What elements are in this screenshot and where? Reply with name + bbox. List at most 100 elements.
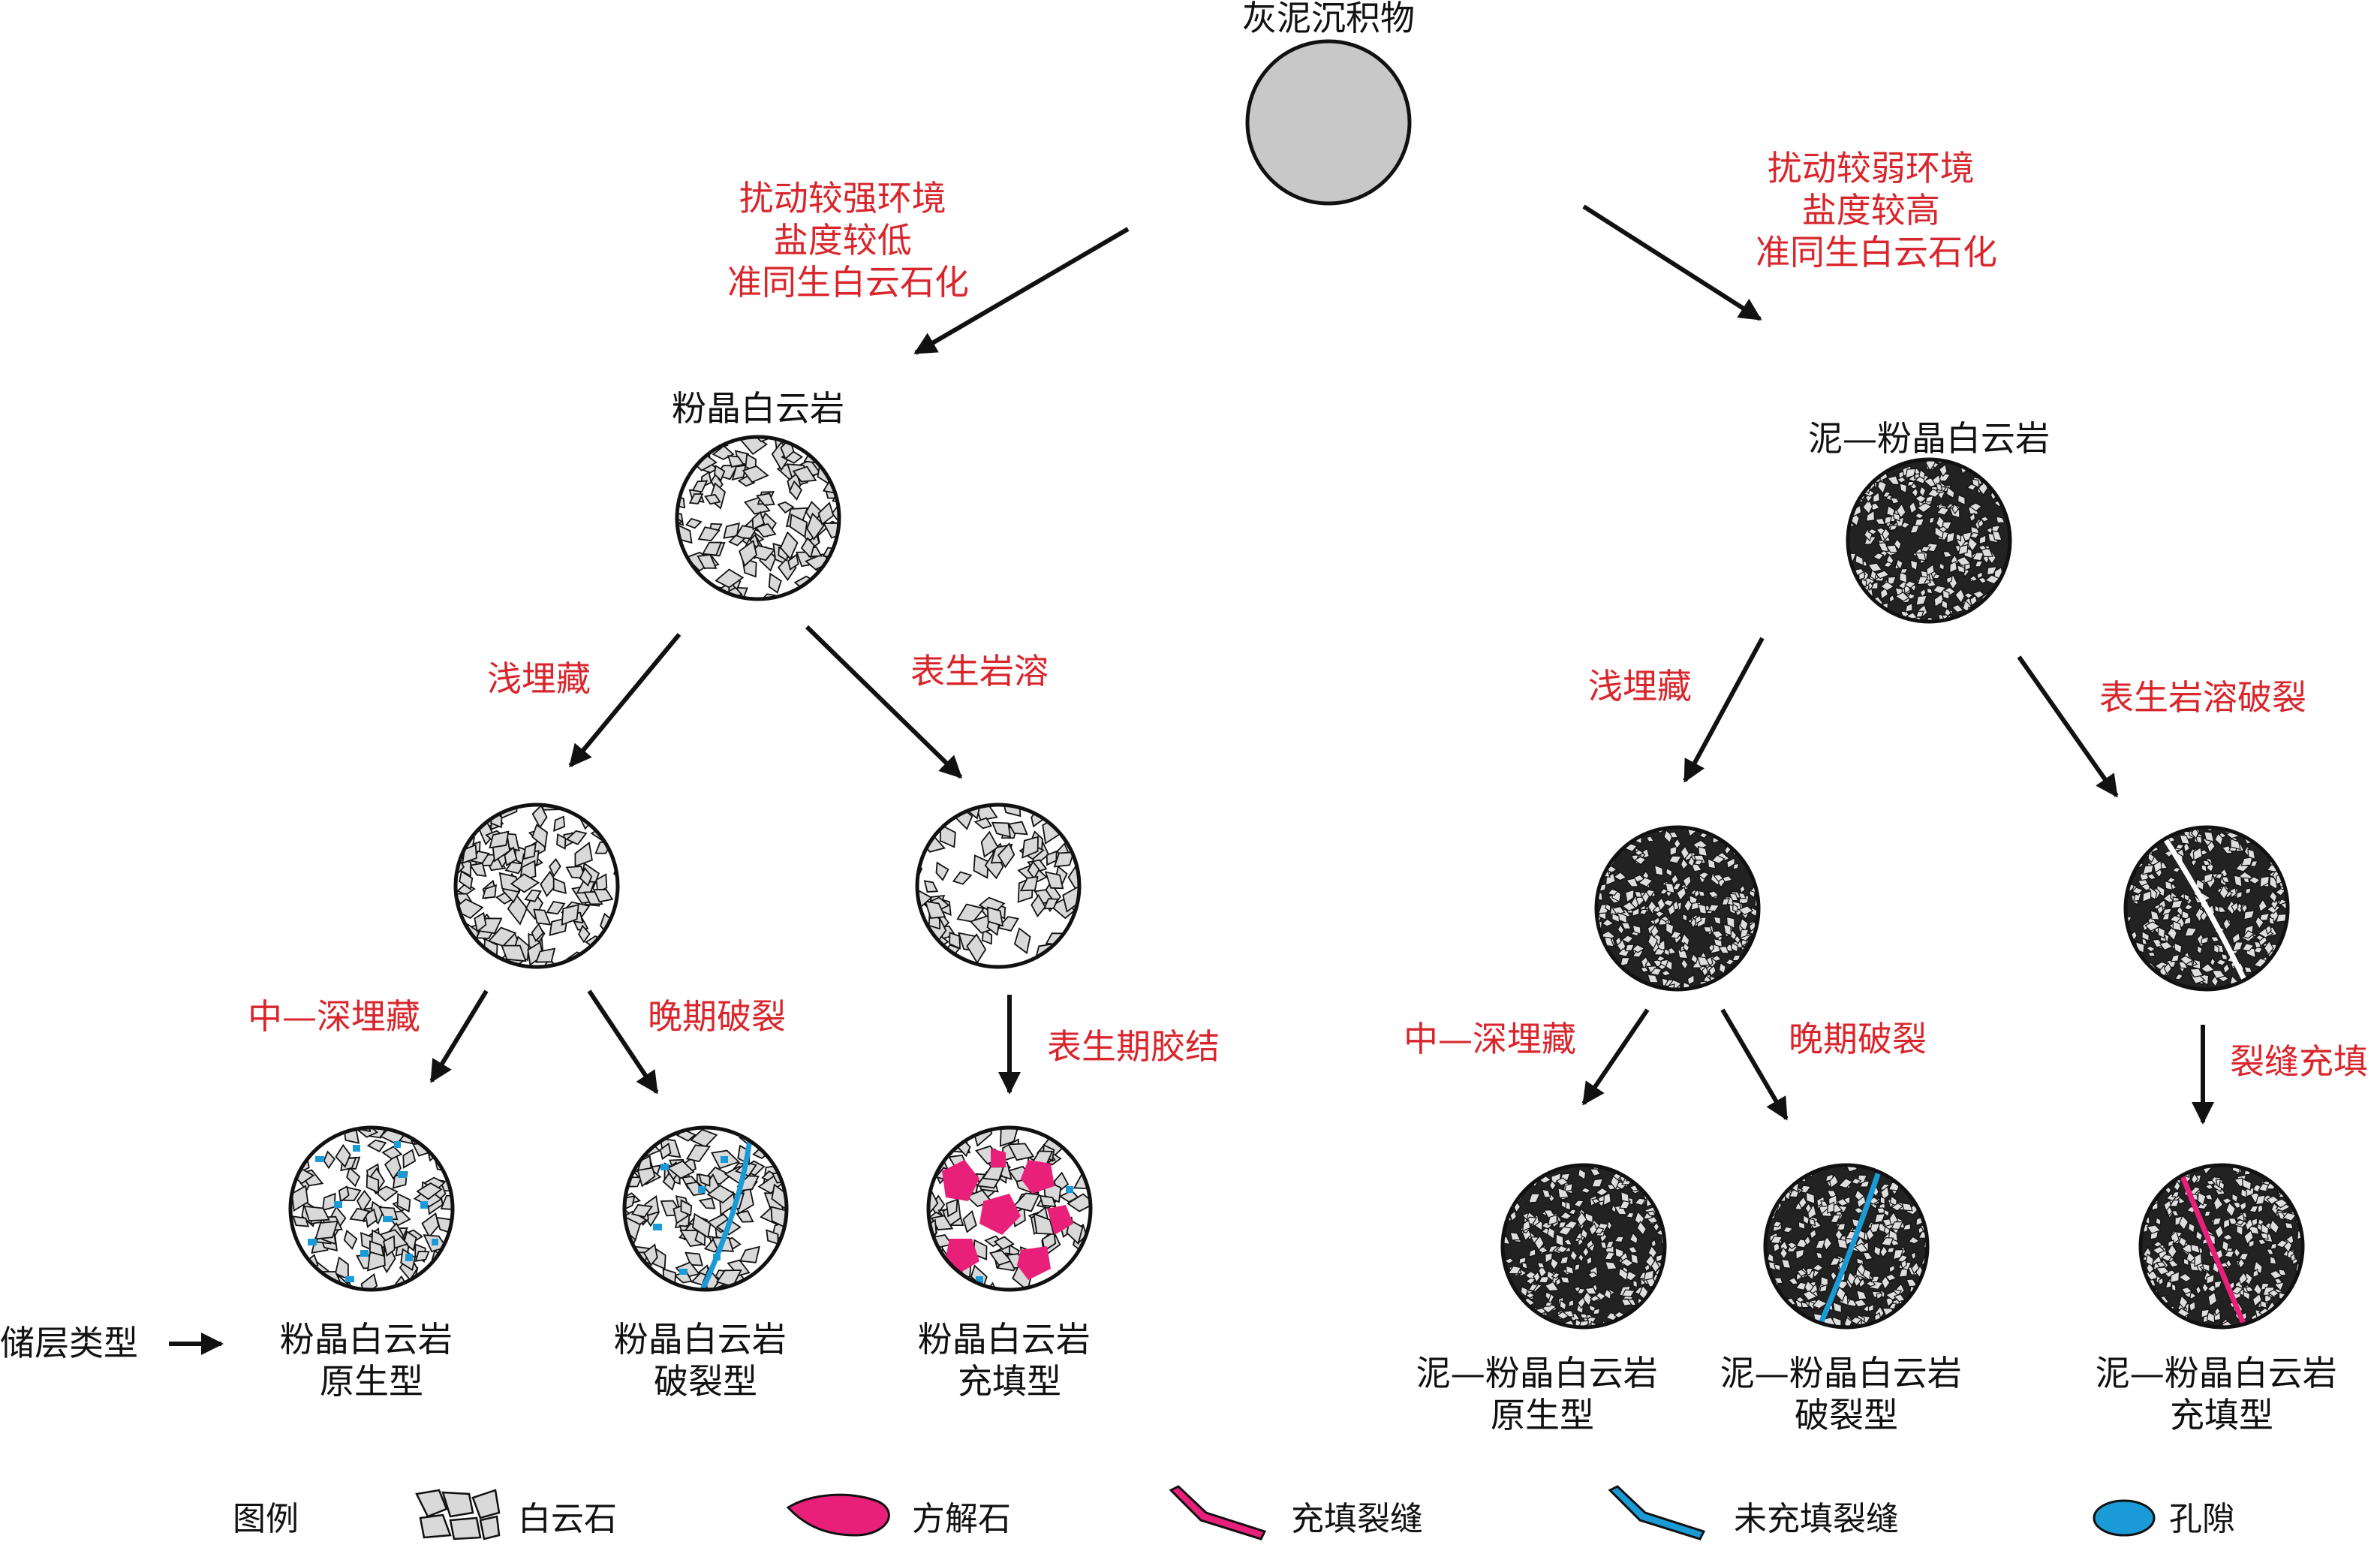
dolomite-crystal (1969, 532, 1980, 539)
dolomite-crystal (991, 821, 1012, 839)
dolomite-crystal (2266, 904, 2281, 914)
dolomite-crystal (2238, 1271, 2248, 1286)
dolomite-crystal (2231, 1193, 2239, 1203)
dolomite-crystal (2239, 1200, 2247, 1212)
dolomite-crystal (1597, 1194, 1605, 1203)
dolomite-crystal (2248, 1239, 2255, 1248)
dolomite-crystal (1611, 912, 1620, 923)
dolomite-crystal (546, 900, 566, 915)
dolomite-crystal (697, 526, 721, 542)
right-rock-label: 泥—粉晶白云岩 (1808, 418, 2050, 459)
dolomite-crystal (1832, 1301, 1843, 1314)
dolomite-crystal (2168, 1260, 2180, 1268)
dolomite-crystal (1834, 1228, 1843, 1242)
dolomite-crystal (1926, 563, 1935, 577)
dolomite-crystal (2194, 1252, 2203, 1267)
dolomite-crystal (1625, 1212, 1635, 1218)
dolomite-crystal (1620, 1298, 1632, 1307)
dolomite-crystal (727, 1259, 751, 1277)
dolomite-crystal (1632, 924, 1641, 935)
dolomite-crystal (1968, 575, 1978, 582)
dolomite-crystal (1039, 1194, 1057, 1208)
dolomite-crystal (365, 1208, 378, 1228)
dolomite-crystal (1592, 1308, 1601, 1315)
dolomite-crystal (2214, 1306, 2221, 1317)
dolomite-crystal (1578, 1253, 1584, 1263)
arrow-r-late-fracture (1720, 1008, 1789, 1121)
dolomite-crystal (474, 911, 487, 933)
texture-left-fracture (622, 1125, 789, 1292)
dolomite-crystal (2255, 1194, 2266, 1206)
dolomite-crystal (952, 871, 973, 885)
dolomite-crystal (1695, 914, 1702, 925)
dolomite-crystal (1697, 872, 1710, 880)
dolomite-crystal (1738, 892, 1747, 899)
dolomite-crystal (2204, 1183, 2214, 1190)
dolomite-crystal (2162, 912, 2171, 920)
legend-calcite-icon (786, 1493, 890, 1537)
process-r-late-fracture: 晚期破裂 (1789, 1019, 1927, 1059)
legend-calcite-label: 方解石 (912, 1500, 1011, 1538)
dolomite-crystal (2222, 1233, 2234, 1241)
dolomite-crystal (2259, 1232, 2269, 1240)
dolomite-crystal (923, 880, 939, 893)
dolomite-crystal (2201, 860, 2211, 866)
dolomite-crystal (1643, 1269, 1654, 1281)
dolomite-crystal (1786, 1242, 1798, 1250)
dolomite-crystal (531, 824, 549, 849)
dolomite-crystal (1872, 553, 1885, 561)
dolomite-crystal (1882, 491, 1891, 498)
dolomite-crystal (1693, 860, 1704, 866)
dolomite-crystal (2132, 887, 2144, 895)
dolomite-crystal (1956, 556, 1972, 567)
dolomite-crystal (2178, 1294, 2189, 1310)
dolomite-crystal (1599, 1240, 1608, 1250)
dolomite-crystal (2140, 883, 2153, 891)
dolomite-crystal (1536, 1262, 1545, 1269)
process-r-shallow: 浅埋藏 (1588, 666, 1692, 706)
dolomite-crystal (731, 464, 747, 481)
dolomite-crystal (1907, 1236, 1920, 1245)
dolomite-crystal (1557, 1226, 1573, 1236)
dolomite-crystal (2184, 926, 2198, 937)
legend: 图例 白云石 方解石 充填裂缝 未充填裂缝 孔隙 (233, 1485, 2235, 1540)
dolomite-crystal (1022, 836, 1039, 859)
dolomite-crystal (1641, 890, 1650, 904)
dolomite-crystal (1867, 528, 1879, 535)
dolomite-crystal (2249, 860, 2258, 867)
dolomite-crystal (1711, 954, 1723, 962)
dolomite-crystal (1591, 1178, 1604, 1188)
dolomite-crystal (2169, 1199, 2180, 1207)
dolomite-crystal (935, 861, 949, 881)
dolomite-crystal (2222, 962, 2231, 974)
dolomite-crystal (686, 1144, 712, 1163)
dolomite-crystal (1544, 1281, 1560, 1292)
dolomite-crystal (366, 1139, 387, 1152)
dolomite-crystal (396, 1193, 411, 1213)
dolomite-crystal (292, 1215, 310, 1227)
dolomite-crystal (1900, 521, 1911, 529)
dolomite-crystal (1555, 1245, 1569, 1254)
dolomite-crystal (2189, 968, 2204, 978)
arrow-l-late-fracture (587, 989, 659, 1095)
dolomite-crystal (701, 541, 723, 556)
dolomite-crystal (1987, 550, 1996, 565)
texture-right-shallow (1594, 825, 1761, 992)
dolomite-crystal (1879, 1196, 1886, 1206)
dolomite-crystal (1563, 1238, 1573, 1245)
texture-left-karst (915, 803, 1082, 969)
dolomite-crystal (556, 833, 567, 850)
dolomite-crystal (966, 933, 987, 965)
dolomite-crystal (736, 1210, 754, 1223)
dolomite-crystal (980, 830, 999, 858)
dolomite-crystal (1634, 890, 1643, 898)
dolomite-crystal (1584, 1212, 1593, 1224)
dolomite-crystal (1033, 1212, 1055, 1235)
dolomite-crystal (1605, 1240, 1615, 1248)
dolomite-crystal (2278, 1268, 2287, 1276)
dolomite-crystal (690, 1128, 718, 1148)
dolomite-crystal (1915, 552, 1927, 562)
dolomite-crystal (1883, 1209, 1890, 1218)
dolomite-crystal (2158, 1277, 2164, 1286)
dolomite-crystal (1772, 1221, 1783, 1227)
